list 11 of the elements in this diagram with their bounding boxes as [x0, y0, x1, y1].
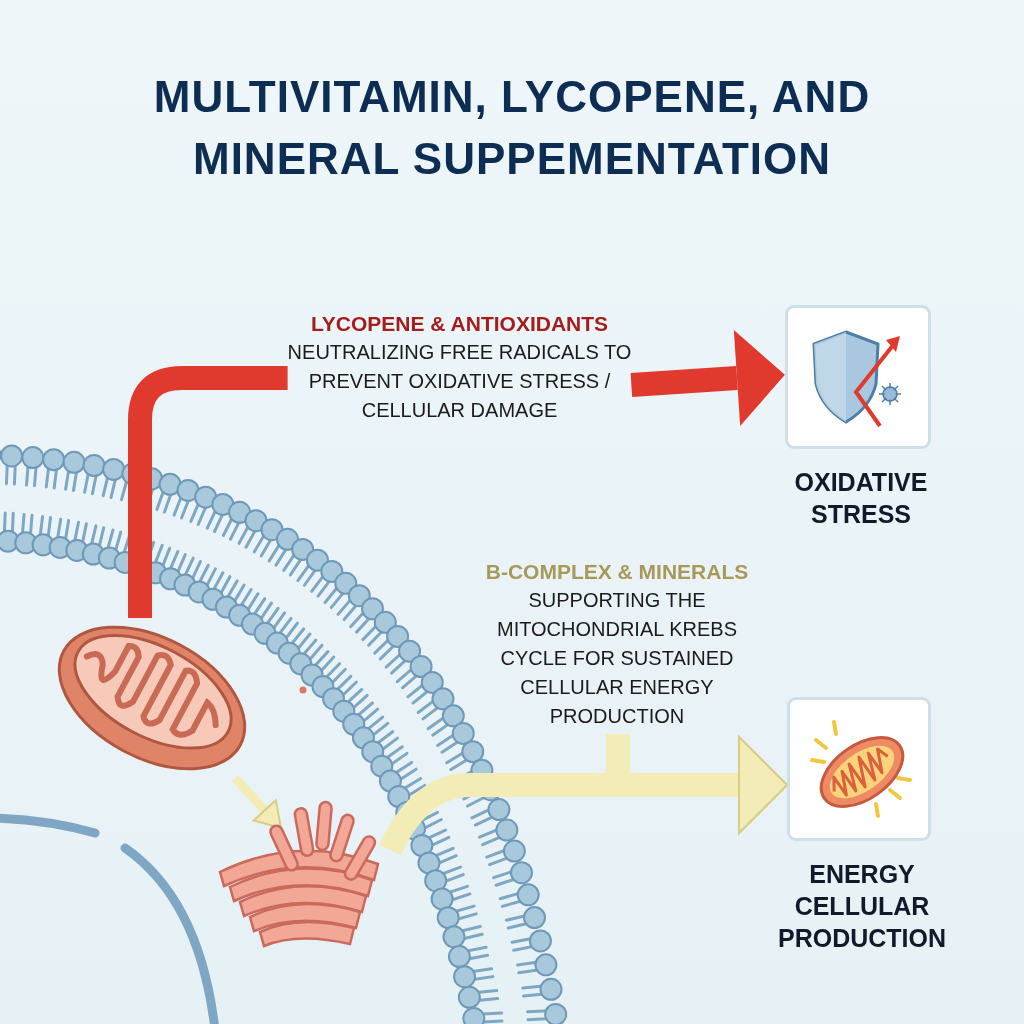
card-label: ENERGY CELLULAR PRODUCTION — [776, 859, 948, 954]
section-heading: B-COMPLEX & MINERALS — [484, 559, 750, 585]
section-heading: LYCOPENE & ANTIOXIDANTS — [309, 311, 610, 337]
arrow — [231, 774, 282, 829]
diagram-title: MULTIVITAMIN, LYCOPENE, AND MINERAL SUPPEMENTATION — [152, 71, 872, 185]
arrow — [605, 734, 788, 834]
description-text: SUPPORTING THE MITOCHONDRIAL KREBS CYCLE FOR SUSTAINED CELLULAR ENERGY PRODUCTION — [495, 588, 738, 729]
arrow — [630, 330, 785, 426]
connector-line — [128, 366, 288, 618]
description-text: NEUTRALIZING FREE RADICALS TO PREVENT OXIDATIVE STRESS / CELLULAR DAMAGE — [286, 340, 633, 423]
card-label: OXIDATIVE STRESS — [793, 467, 929, 530]
